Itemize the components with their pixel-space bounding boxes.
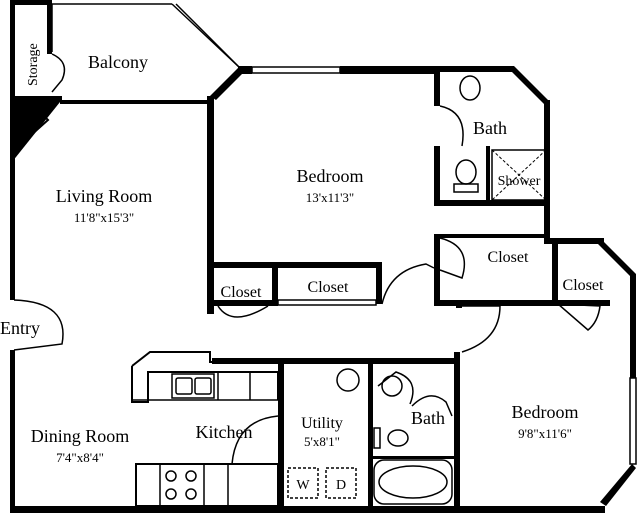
washer-icon (287, 467, 319, 499)
bedroom-second-label: Bedroom (512, 402, 579, 422)
storage-walls (10, 0, 66, 104)
bedroom-second-dims: 9'8"x11'6" (518, 426, 572, 441)
living-room-dims: 11'8"x15'3" (74, 210, 134, 225)
bath-upper-label: Bath (473, 118, 507, 138)
door-swings (13, 105, 601, 465)
living-room-label: Living Room (56, 186, 153, 206)
closet-upper-label: Closet (488, 249, 529, 266)
closet-right-label: Closet (563, 277, 604, 294)
balcony-label: Balcony (88, 52, 148, 72)
closet-left-b-label: Closet (308, 279, 349, 296)
balcony-railing (51, 3, 245, 73)
dining-room-dims: 7'4"x8'4" (56, 450, 104, 465)
storage-label: Storage (26, 43, 41, 86)
utility-label: Utility (301, 415, 343, 432)
stove-icon (165, 470, 197, 500)
dryer-icon (325, 467, 357, 499)
dryer-label: D (336, 478, 346, 493)
washer-label: W (296, 478, 310, 493)
entry-label: Entry (0, 318, 40, 338)
bedroom-main-label: Bedroom (297, 166, 364, 186)
utility-dims: 5'x8'1" (304, 434, 340, 449)
bath-fixtures (336, 75, 547, 505)
dining-room-label: Dining Room (31, 426, 130, 446)
interior-walls (131, 146, 610, 508)
bedroom-main-dims: 13'x11'3" (306, 190, 355, 205)
outer-walls (10, 66, 637, 513)
shower-label: Shower (498, 174, 541, 189)
bath-lower-label: Bath (411, 408, 445, 428)
kitchen-label: Kitchen (196, 422, 253, 442)
closet-left-a-label: Closet (221, 284, 262, 301)
